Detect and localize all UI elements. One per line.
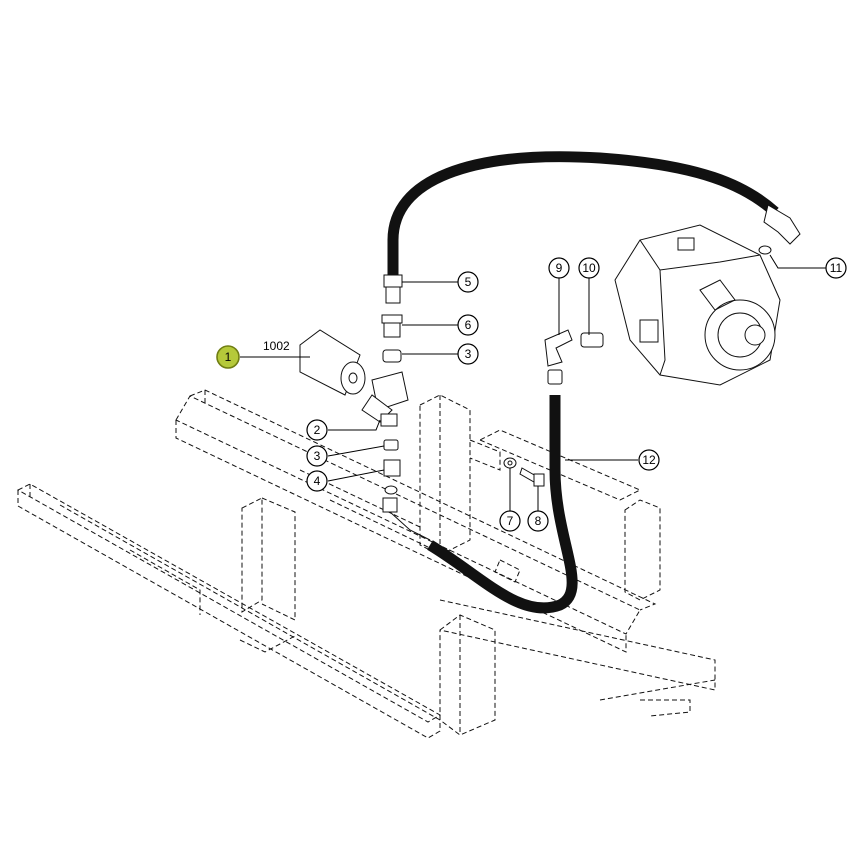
callout-3-lower-label: 3	[314, 449, 321, 463]
elbow-11	[758, 204, 801, 255]
fitting-4	[383, 459, 401, 495]
frame-structure	[16, 389, 716, 739]
callout-11[interactable]: 11	[825, 257, 847, 279]
callout-10[interactable]: 10	[578, 257, 600, 279]
callout-6[interactable]: 6	[457, 314, 479, 336]
callout-9-label: 9	[556, 261, 563, 275]
bolt-8	[519, 467, 545, 487]
washer-7	[503, 457, 517, 469]
callout-10-label: 10	[582, 261, 596, 275]
callout-12-label: 12	[642, 453, 656, 467]
hydraulic-pump	[614, 224, 781, 386]
callout-4-label: 4	[314, 474, 321, 488]
fitting-12-top	[547, 369, 563, 385]
lower-fitting	[382, 497, 431, 541]
callout-12[interactable]: 12	[638, 449, 660, 471]
leader-lines	[240, 254, 826, 511]
filter-cartridge	[299, 329, 366, 396]
fitting-5	[383, 274, 403, 304]
tee-block	[361, 371, 409, 427]
fitting-3-upper	[382, 349, 402, 363]
callout-5-label: 5	[465, 275, 472, 289]
callout-6-label: 6	[465, 318, 472, 332]
callout-11-label: 11	[830, 261, 843, 275]
callout-3-upper-label: 3	[465, 347, 472, 361]
fitting-6	[381, 314, 403, 338]
callout-3-upper[interactable]: 3	[457, 343, 479, 365]
fitting-10	[580, 332, 604, 348]
elbow-9	[544, 329, 573, 367]
upper-hose	[387, 151, 779, 275]
reference-label-1002: 1002	[263, 339, 290, 353]
callout-1-label: 1	[225, 350, 232, 364]
callout-3-lower[interactable]: 3	[306, 445, 328, 467]
fitting-3-lower	[383, 439, 399, 451]
callout-7[interactable]: 7	[499, 510, 521, 532]
callout-2-label: 2	[314, 423, 321, 437]
callout-7-label: 7	[507, 514, 514, 528]
callout-8[interactable]: 8	[527, 510, 549, 532]
callout-8-label: 8	[535, 514, 542, 528]
lower-hose-12	[427, 395, 578, 614]
callout-1[interactable]: 1	[216, 345, 240, 369]
callout-2[interactable]: 2	[306, 419, 328, 441]
callout-4[interactable]: 4	[306, 470, 328, 492]
callout-5[interactable]: 5	[457, 271, 479, 293]
callout-9[interactable]: 9	[548, 257, 570, 279]
